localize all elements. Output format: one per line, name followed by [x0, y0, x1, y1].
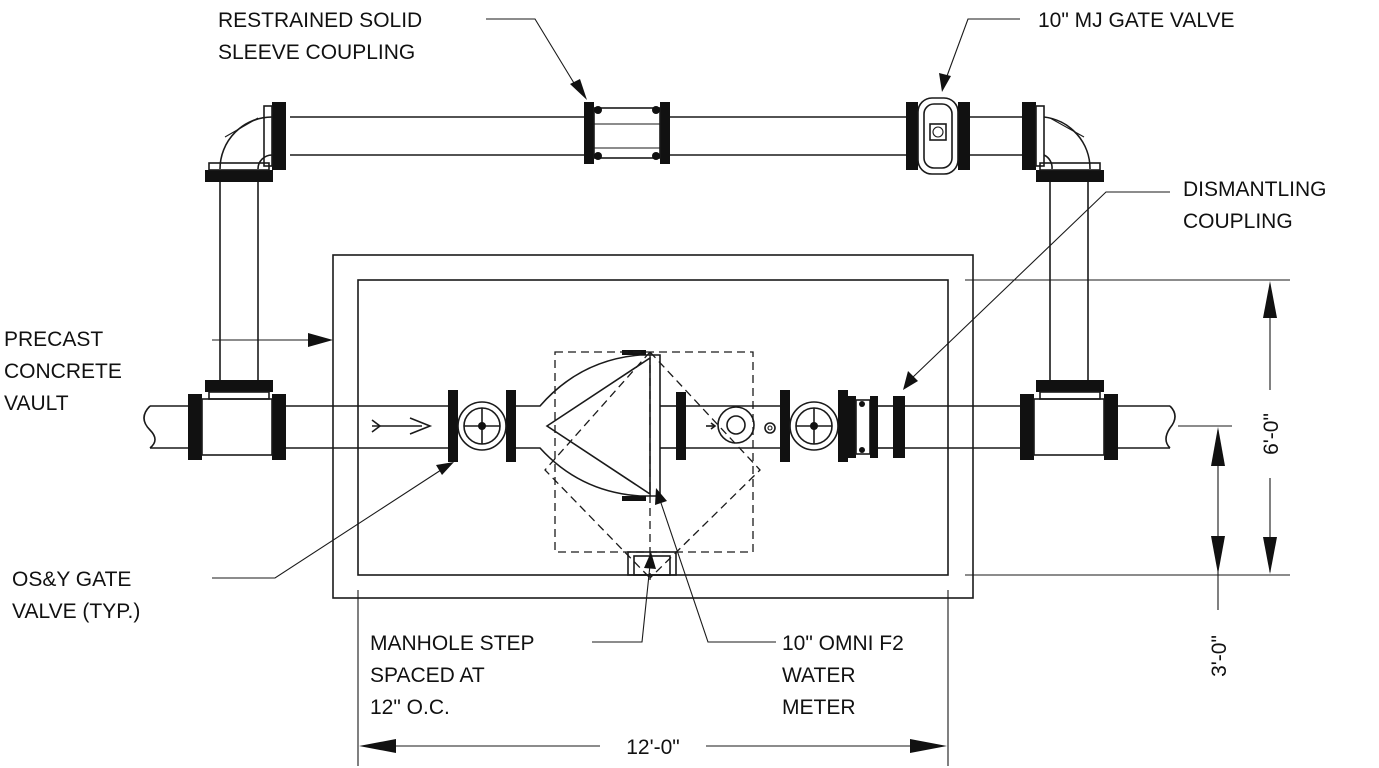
dimension-height — [965, 279, 1290, 576]
label-mj-gate-valve: 10" MJ GATE VALVE — [1038, 9, 1235, 32]
main-pipe — [143, 405, 1176, 449]
label-manhole-1: MANHOLE STEP — [370, 632, 535, 655]
tee-left — [188, 394, 286, 460]
leader-lines — [212, 18, 1170, 643]
label-meter-3: METER — [782, 696, 856, 719]
bypass-riser-right — [1036, 182, 1104, 400]
label-dismantling-2: COUPLING — [1183, 210, 1293, 233]
dimension-offset — [1178, 425, 1232, 610]
elbow-top-left — [205, 102, 286, 182]
flow-direction-arrow — [371, 417, 433, 435]
label-dismantling-1: DISMANTLING — [1183, 178, 1327, 201]
osy-gate-valve-left — [448, 390, 516, 462]
label-manhole-3: 12" O.C. — [370, 696, 450, 719]
elbow-top-right — [1022, 102, 1104, 182]
restrained-sleeve-coupling — [584, 102, 670, 164]
label-meter-2: WATER — [782, 664, 856, 687]
mj-gate-valve — [906, 97, 970, 175]
osy-gate-valve-right — [780, 390, 848, 462]
label-meter-1: 10" OMNI F2 — [782, 632, 904, 655]
dismantling-coupling — [848, 396, 905, 458]
label-restrained-coupling-2: SLEEVE COUPLING — [218, 41, 415, 64]
dimension-height-text: 6'-0" — [1260, 413, 1283, 455]
tee-right — [1020, 394, 1118, 460]
dimension-offset-text: 3'-0" — [1208, 635, 1231, 677]
label-precast-2: CONCRETE — [4, 360, 122, 383]
omni-f2-water-meter — [516, 350, 780, 501]
bypass-riser-left — [205, 182, 273, 400]
label-manhole-2: SPACED AT — [370, 664, 485, 687]
label-precast-3: VAULT — [4, 392, 69, 415]
label-restrained-coupling-1: RESTRAINED SOLID — [218, 9, 422, 32]
label-osy-1: OS&Y GATE — [12, 568, 131, 591]
dimension-width — [357, 590, 949, 766]
label-osy-2: VALVE (TYP.) — [12, 600, 140, 623]
bypass-pipe-top — [290, 116, 1022, 156]
callout-labels: RESTRAINED SOLID SLEEVE COUPLING 10" MJ … — [4, 9, 1327, 759]
dimension-width-text: 12'-0" — [626, 736, 680, 759]
meter-dashed-clearance — [544, 351, 761, 580]
label-precast-1: PRECAST — [4, 328, 103, 351]
